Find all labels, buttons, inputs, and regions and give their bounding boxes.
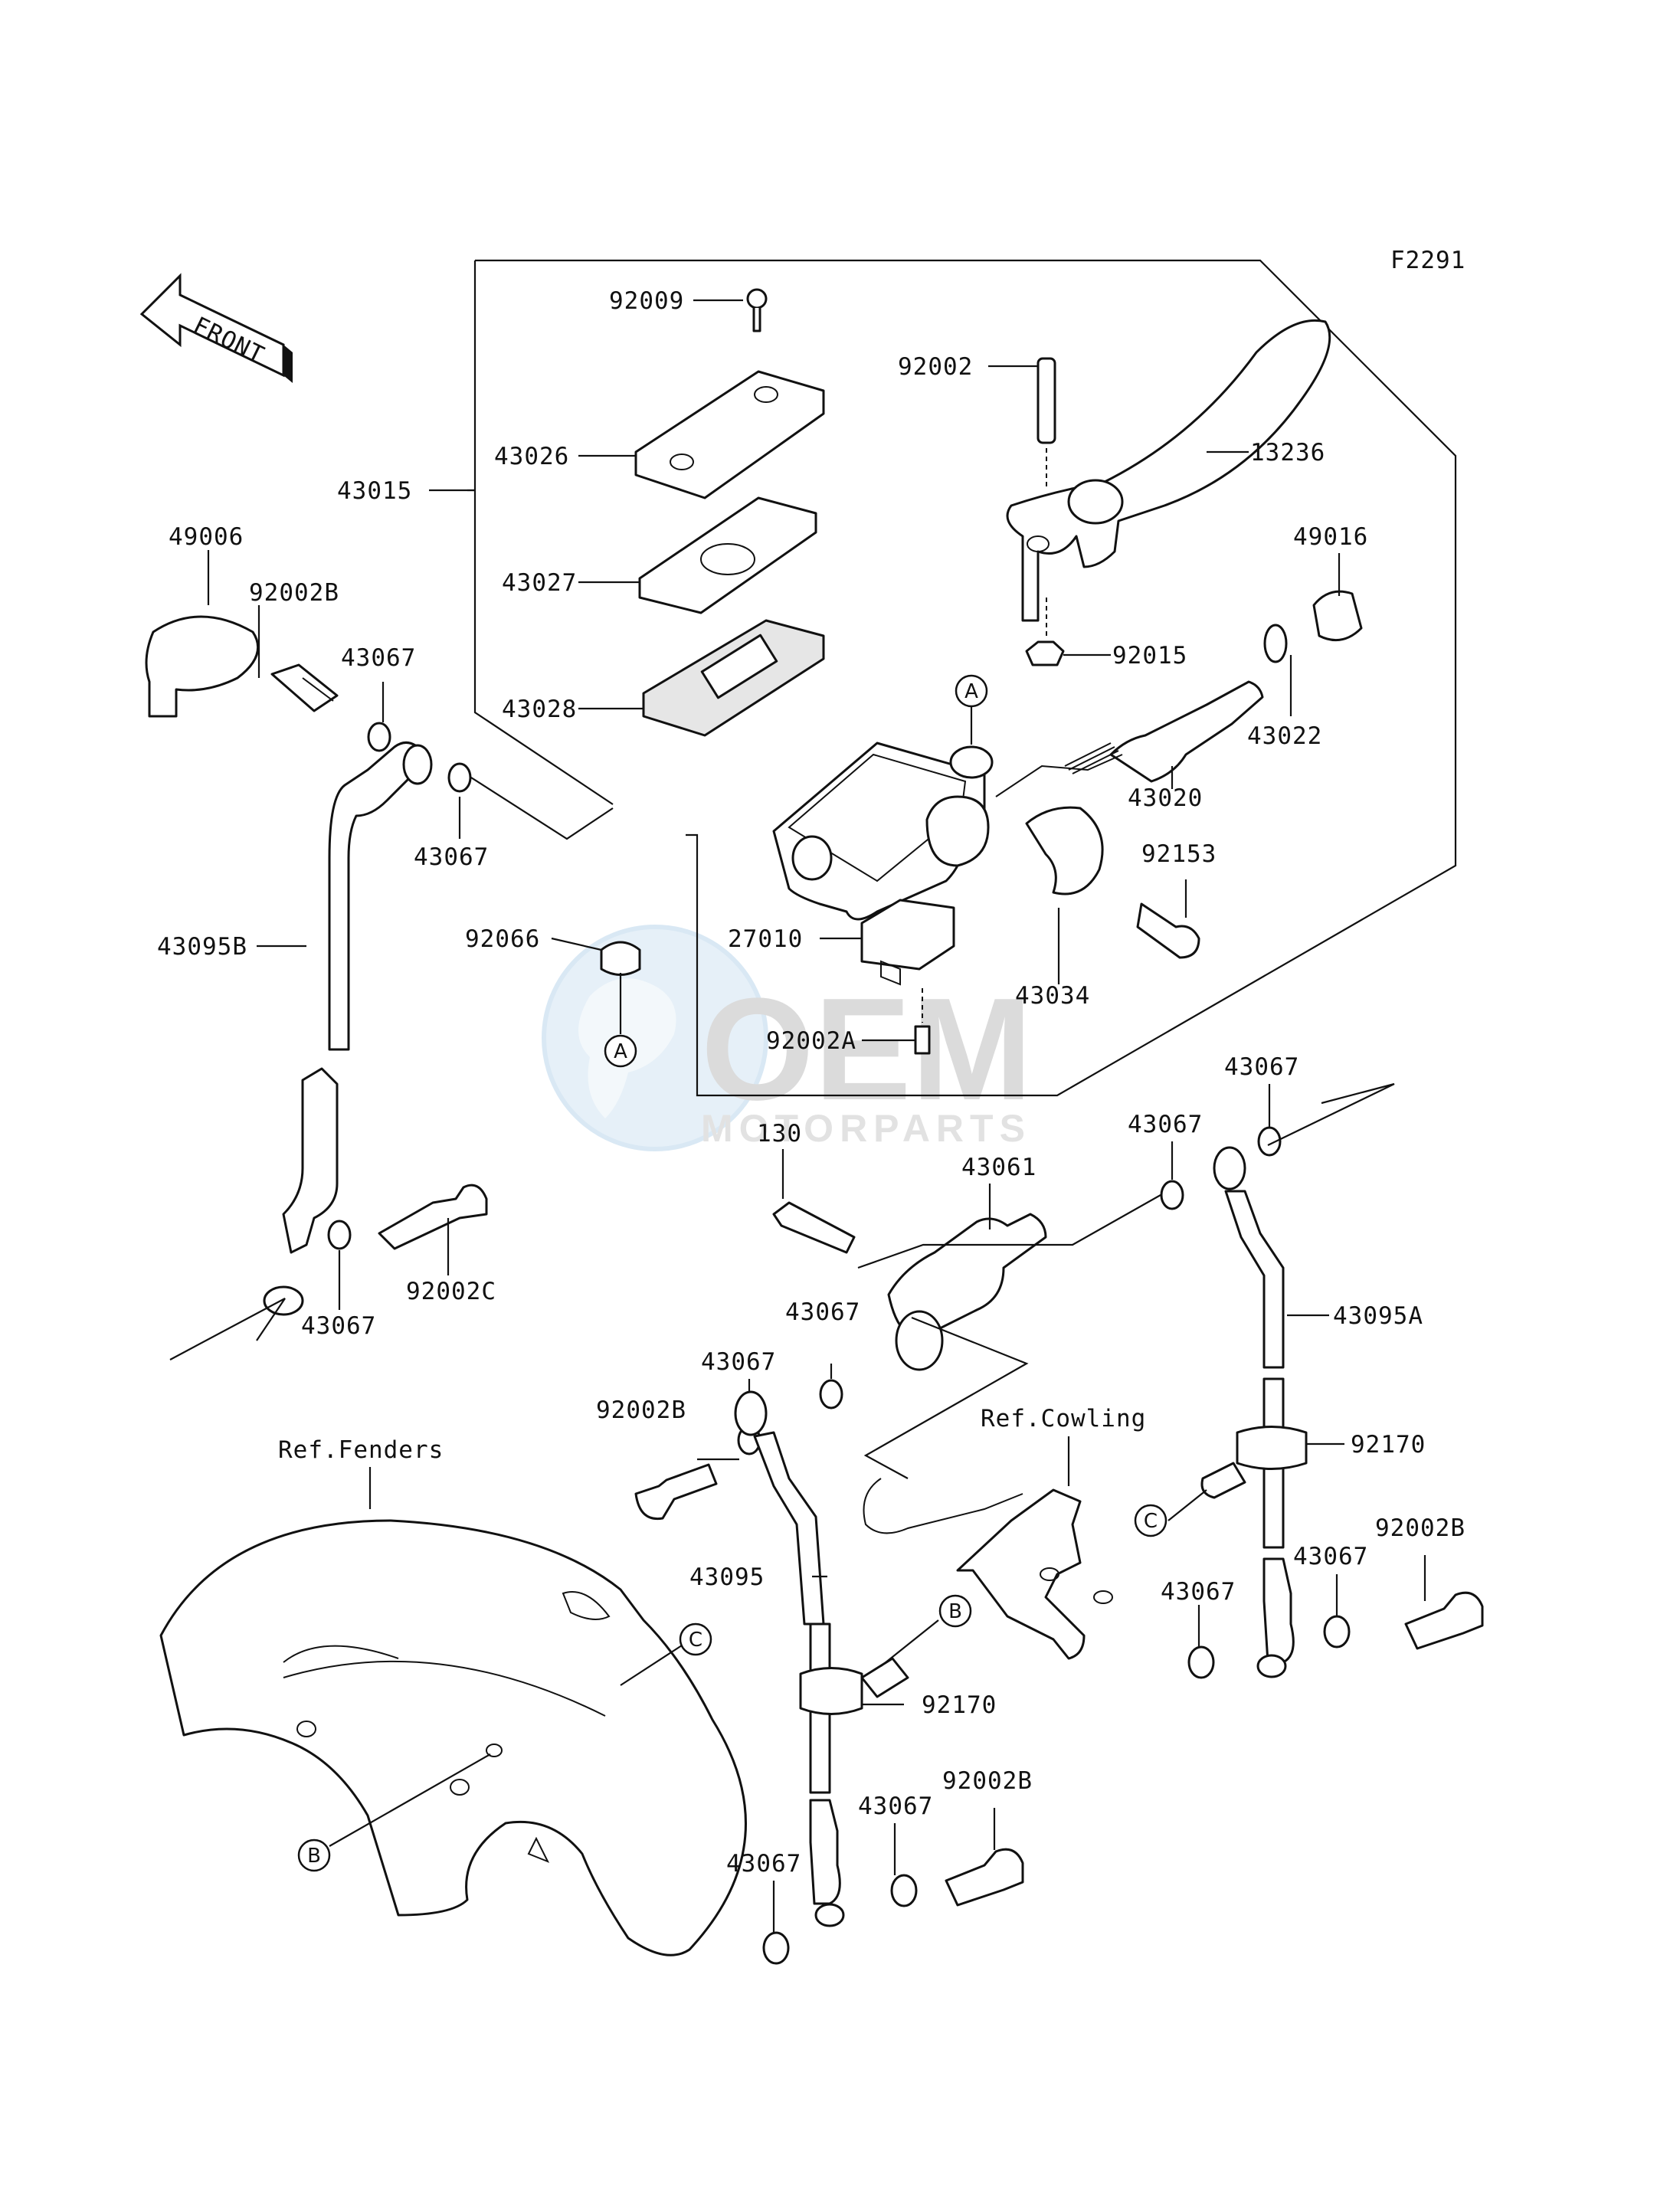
washer-43067-b (447, 762, 472, 793)
bolt-130 (772, 1201, 856, 1254)
boot-49006 (145, 615, 260, 718)
cap-92066 (600, 941, 641, 976)
label-92170-a: 92170 (1351, 1431, 1426, 1459)
label-43067-i: 43067 (1293, 1543, 1368, 1570)
washer-43067-a (367, 722, 391, 752)
assembly-boundary-left (473, 260, 614, 805)
banjo-bolt-92002B-right (1404, 1591, 1484, 1650)
label-43067-b: 43067 (414, 843, 489, 871)
label-ref-cowling: Ref.Cowling (981, 1405, 1146, 1432)
brake-lever-13236 (1006, 319, 1331, 622)
label-43067-d: 43067 (1128, 1111, 1203, 1138)
reservoir-cap-43026 (634, 370, 825, 499)
diaphragm-43028 (642, 619, 825, 737)
watermark-logo: OEM (701, 968, 1033, 1131)
watermark-subtext: MOTORPARTS (701, 1107, 1031, 1150)
label-43067-k: 43067 (858, 1793, 933, 1820)
label-43095B: 43095B (157, 933, 247, 961)
master-cylinder-body (772, 742, 1123, 921)
label-92009: 92009 (609, 287, 684, 315)
label-92066: 92066 (465, 925, 540, 953)
label-13236: 13236 (1250, 439, 1325, 467)
svg-text:C: C (1144, 1510, 1158, 1533)
label-43067-h: 43067 (1161, 1578, 1236, 1606)
callout-b-fender: B (297, 1838, 331, 1872)
label-92002C: 92002C (406, 1278, 496, 1305)
label-43095: 43095 (689, 1563, 765, 1591)
washer-43067-i (1323, 1615, 1351, 1649)
figure-code: F2291 (1390, 247, 1465, 274)
watermark: OEM MOTORPARTS (542, 925, 1033, 1151)
diaphragm-plate-43027 (638, 496, 817, 614)
callout-a-left: A (604, 1034, 637, 1068)
label-92002B-a: 92002B (249, 579, 339, 607)
label-43067-a: 43067 (341, 644, 416, 672)
svg-text:A: A (614, 1040, 627, 1063)
circlip-43022 (1263, 624, 1288, 663)
assembly-boundary (475, 259, 1457, 1097)
banjo-bolt-92002B-bottom (945, 1848, 1024, 1907)
label-92002B-b: 92002B (596, 1396, 686, 1424)
label-27010: 27010 (728, 925, 803, 953)
svg-text:A: A (964, 680, 978, 703)
label-49006: 49006 (169, 523, 244, 551)
label-43067-e: 43067 (1224, 1053, 1299, 1081)
washer-43067-c (327, 1220, 352, 1250)
label-92170-b: 92170 (922, 1691, 997, 1719)
piston-43020 (1064, 680, 1264, 783)
cowling-bracket (863, 1478, 1113, 1660)
washer-43067-k (890, 1874, 918, 1907)
label-49016: 49016 (1293, 523, 1368, 551)
screw-92009 (746, 288, 768, 332)
washer-43067-d (1160, 1180, 1184, 1210)
label-92002A: 92002A (766, 1027, 856, 1055)
callout-b-middle: B (938, 1594, 972, 1628)
front-fender (159, 1519, 747, 1956)
brake-switch-27010 (860, 899, 955, 986)
svg-text:B: B (948, 1600, 962, 1623)
label-43020: 43020 (1128, 784, 1203, 812)
label-43061: 43061 (961, 1154, 1036, 1181)
label-43067-f: 43067 (785, 1298, 860, 1326)
nut-92015 (1025, 598, 1065, 666)
banjo-bolt-92002B-left (270, 663, 339, 712)
front-arrow-icon: FRONT (139, 273, 293, 383)
clamp-92170-right (1200, 1426, 1308, 1499)
washer-43067-j (762, 1931, 790, 1965)
label-130: 130 (757, 1120, 802, 1148)
label-43027: 43027 (502, 569, 577, 597)
washer-43067-f (819, 1379, 843, 1410)
label-92002B-c: 92002B (1375, 1514, 1465, 1542)
label-43067-g: 43067 (701, 1348, 776, 1376)
banjo-bolt-92002B-middle (634, 1463, 718, 1521)
svg-text:C: C (689, 1629, 702, 1652)
label-92015: 92015 (1112, 642, 1187, 670)
label-43034: 43034 (1015, 982, 1090, 1010)
washer-43067-h (1187, 1645, 1215, 1679)
label-43028: 43028 (502, 696, 577, 723)
label-43015: 43015 (337, 477, 412, 505)
joint-43061 (887, 1213, 1047, 1371)
label-92002B-d: 92002B (942, 1767, 1033, 1795)
label-92153: 92153 (1141, 840, 1217, 868)
clamp-92170-middle (799, 1657, 909, 1715)
label-43022: 43022 (1247, 722, 1322, 750)
label-92002: 92002 (898, 353, 973, 381)
label-43095A: 43095A (1333, 1302, 1423, 1330)
banjo-bolt-92002C (378, 1184, 488, 1250)
callout-a-top: A (955, 674, 988, 708)
callout-c-fender: C (679, 1622, 712, 1656)
clamp-43034 (1025, 806, 1104, 895)
callout-c-right: C (1134, 1504, 1167, 1537)
boot-49016 (1312, 590, 1363, 642)
label-43067-j: 43067 (726, 1850, 801, 1878)
clamp-bolt-92153 (1136, 902, 1200, 959)
brake-hose-43095 (734, 1390, 845, 1927)
label-43067-c: 43067 (301, 1312, 376, 1340)
label-ref-fenders: Ref.Fenders (278, 1436, 444, 1464)
label-43026: 43026 (494, 443, 569, 470)
svg-text:B: B (307, 1845, 321, 1868)
pivot-bolt-92002 (1036, 357, 1056, 490)
